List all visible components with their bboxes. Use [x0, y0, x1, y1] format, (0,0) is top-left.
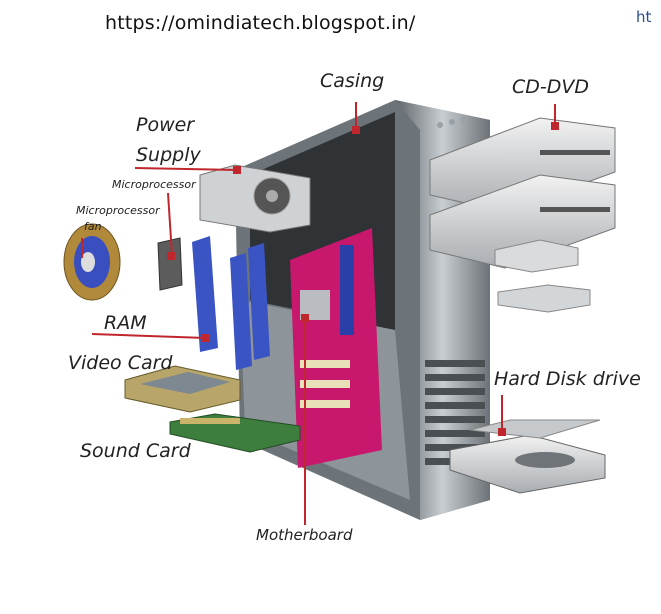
microprocessor-fan — [63, 223, 121, 301]
power-supply-marker — [233, 166, 241, 174]
label-microprocessor-fan-line2: fan — [84, 220, 102, 233]
label-microprocessor-fan-line1: Microprocessor — [76, 204, 160, 217]
microprocessor-chip — [157, 237, 183, 291]
drive-bay-covers — [494, 239, 591, 313]
microprocessor-marker — [167, 252, 175, 260]
source-url: https://omindiatech.blogspot.in/ — [105, 12, 416, 34]
power-supply-unit — [199, 164, 311, 233]
sound-card — [169, 413, 301, 453]
ram-marker — [202, 334, 210, 342]
label-microprocessor: Microprocessor — [112, 178, 196, 191]
leader-lines — [81, 102, 556, 525]
motherboard — [290, 228, 382, 468]
motherboard-marker — [301, 314, 309, 322]
label-hard-disk-drive: Hard Disk drive — [494, 368, 641, 390]
casing-marker — [352, 126, 360, 134]
label-power-supply-line2: Supply — [136, 144, 201, 166]
label-casing: Casing — [320, 70, 385, 92]
hard-disk-marker — [498, 428, 506, 436]
label-sound-card: Sound Card — [80, 440, 191, 462]
label-motherboard: Motherboard — [256, 526, 353, 544]
power-supply-leader — [134, 167, 239, 171]
label-cd-dvd: CD-DVD — [512, 76, 590, 98]
label-power-supply-line1: Power — [136, 114, 195, 136]
microprocessor-leader — [167, 192, 173, 256]
ram-modules — [192, 236, 270, 370]
leader-endpoints — [167, 122, 559, 436]
source-url-fragment: ht — [636, 8, 652, 26]
ram-leader — [91, 333, 207, 339]
label-video-card: Video Card — [68, 352, 173, 374]
label-ram: RAM — [104, 312, 147, 334]
cd-dvd-drives — [429, 117, 616, 269]
video-card — [124, 365, 241, 413]
cd-dvd-marker — [551, 122, 559, 130]
